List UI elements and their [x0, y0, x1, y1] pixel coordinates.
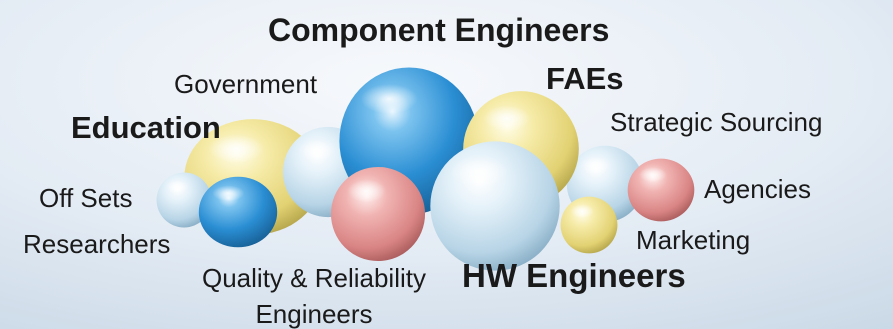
label-component-engineers: Component Engineers — [268, 12, 610, 48]
label-strategic-sourcing: Strategic Sourcing — [610, 107, 823, 137]
sphere-lightblue-large — [428, 140, 562, 272]
label-quality-line2: Engineers — [255, 299, 373, 329]
label-quality-line1: Quality & Reliability — [202, 263, 426, 293]
sphere-pink-right — [627, 158, 695, 222]
sphere-yellow-small — [560, 196, 618, 254]
sphere-pink-center — [330, 166, 426, 262]
label-quality-reliability: Quality & Reliability Engineers — [180, 265, 448, 327]
label-researchers: Researchers — [23, 229, 171, 259]
label-marketing: Marketing — [636, 225, 751, 255]
label-government: Government — [174, 69, 318, 99]
sphere-blue-small — [198, 176, 278, 248]
label-faes: FAEs — [546, 61, 624, 96]
label-education: Education — [71, 110, 221, 145]
sphere-lightblue-small — [156, 172, 212, 228]
label-hw-engineers: HW Engineers — [462, 257, 686, 294]
label-agencies: Agencies — [704, 174, 811, 204]
label-off-sets: Off Sets — [39, 183, 133, 213]
